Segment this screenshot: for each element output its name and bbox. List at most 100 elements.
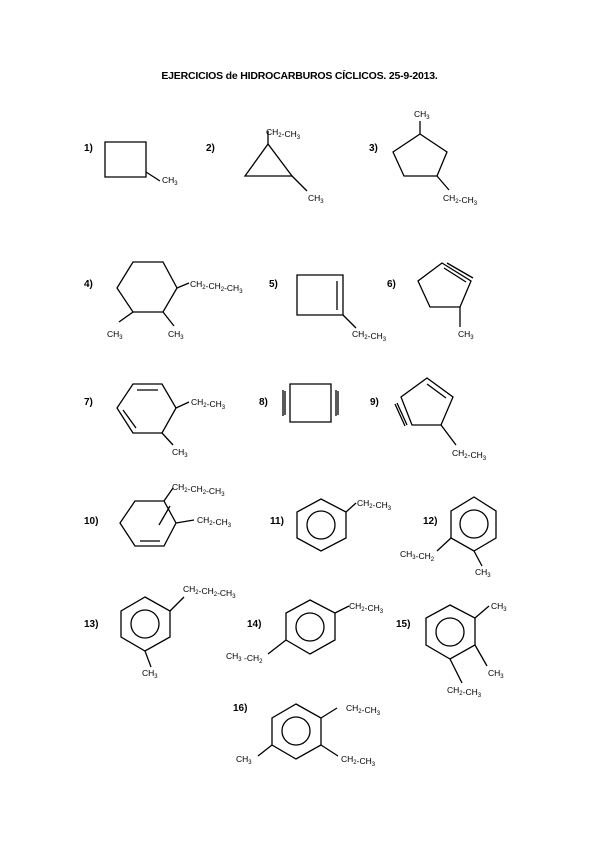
group-label: CH3 <box>414 109 430 121</box>
group-label: CH3 <box>168 329 184 341</box>
exercise-number: 11) <box>270 516 284 527</box>
group-label: CH3 <box>491 601 507 613</box>
cyclobutadiyne-ring <box>289 383 332 423</box>
group-label: CH3 <box>308 193 324 205</box>
group-label: CH3 <box>236 754 252 766</box>
exercise-number: 6) <box>387 279 396 290</box>
methyl-bond <box>118 311 134 323</box>
cyclopentene-ring <box>417 262 472 308</box>
exercise-number: 16) <box>233 703 247 714</box>
cyclopropane-ring <box>243 142 294 177</box>
aromatic-circle <box>281 716 311 746</box>
group-label: CH3 <box>107 329 123 341</box>
ethyl-bond <box>436 175 450 191</box>
exercise-number: 1) <box>84 143 93 154</box>
benzene-ring <box>271 703 322 760</box>
ethyl-bond <box>175 519 195 524</box>
group-label: CH2-CH3 <box>341 754 376 768</box>
group-label: CH2-CH2-CH3 <box>183 584 236 600</box>
group-label: CH3-CH2 <box>400 549 435 563</box>
double-bond <box>158 505 171 526</box>
triple-bond-line <box>446 262 474 279</box>
exercise-number: 5) <box>269 279 278 290</box>
benzene-ring <box>425 604 476 660</box>
exercise-number: 12) <box>423 516 437 527</box>
methyl-bond <box>473 550 483 567</box>
exercise-number: 3) <box>369 143 378 154</box>
group-label: CH2-CH3 <box>349 601 384 615</box>
ethyl-bond <box>440 424 457 446</box>
group-label: CH3 <box>488 668 504 680</box>
group-label: CH2-CH2-CH3 <box>172 482 225 498</box>
group-label: CH3 <box>475 567 491 579</box>
benzene-ring <box>285 599 336 655</box>
cyclohexadiene-ring <box>116 383 177 434</box>
aromatic-circle <box>306 510 336 540</box>
methyl-bond <box>161 432 174 446</box>
exercise-number: 9) <box>370 397 379 408</box>
methyl-bond <box>291 175 308 192</box>
group-label: CH2-CH3 <box>266 127 301 141</box>
group-label: CH2-CH2-CH3 <box>190 279 243 295</box>
ethyl-bond <box>334 605 350 614</box>
group-label: CH2-CH3 <box>452 448 487 462</box>
methyl-bond <box>474 605 490 619</box>
ethyl-bond <box>175 401 190 409</box>
ethyl-bond <box>320 744 339 757</box>
methyl-bond <box>474 644 488 667</box>
group-label: CH2-CH3 <box>357 498 392 512</box>
group-label: CH2-CH3 <box>346 703 381 717</box>
methyl-bond <box>145 171 161 182</box>
propyl-bond <box>169 596 185 612</box>
exercise-number: 8) <box>259 397 268 408</box>
cyclopentadiene-ring <box>400 377 454 426</box>
aromatic-circle <box>435 617 465 647</box>
double-bond <box>122 409 137 429</box>
group-label: CH2-CH3 <box>352 329 387 343</box>
group-label: CH3 <box>458 329 474 341</box>
exercise-number: 4) <box>84 279 93 290</box>
page-title: EJERCICIOS de HIDROCARBUROS CÍCLICOS. 25… <box>161 70 438 82</box>
propyl-bond <box>176 282 190 289</box>
triple-bond-line <box>396 402 408 426</box>
exercise-number: 15) <box>396 619 410 630</box>
benzene-ring <box>120 596 171 652</box>
group-label: CH2-CH3 <box>197 515 232 529</box>
exercise-number: 13) <box>84 619 98 630</box>
ethyl-bond <box>342 314 357 329</box>
triple-bond-line <box>394 403 406 427</box>
group-label: CH3 <box>162 175 178 187</box>
cyclobutene-ring <box>296 274 344 316</box>
aromatic-circle <box>459 509 489 539</box>
cyclobutane-ring <box>104 141 147 178</box>
exercise-number: 10) <box>84 516 98 527</box>
aromatic-circle <box>130 609 160 639</box>
aromatic-circle <box>295 612 325 642</box>
triple-bond-line <box>443 267 467 283</box>
cyclohexadiene-ring <box>119 500 177 547</box>
ethyl-bond <box>449 658 463 684</box>
exercise-number: 14) <box>247 619 261 630</box>
group-label: CH3 <box>172 447 188 459</box>
ethyl-bond <box>267 639 287 655</box>
ethyl-bond <box>345 502 357 513</box>
exercise-number: 7) <box>84 397 93 408</box>
ethyl-bond <box>436 537 452 552</box>
propyl-bond <box>163 487 174 502</box>
methyl-bond <box>257 744 273 757</box>
ethyl-bond <box>320 707 338 719</box>
cyclohexane-ring <box>116 261 178 313</box>
benzene-ring <box>296 498 347 552</box>
group-label: CH2-CH3 <box>443 193 478 207</box>
group-label: CH2-CH3 <box>191 397 226 411</box>
methyl-bond <box>144 650 152 668</box>
exercise-number: 2) <box>206 143 215 154</box>
double-bond <box>426 383 447 399</box>
methyl-bond <box>162 311 175 327</box>
cyclopentane-ring <box>392 133 448 177</box>
group-label: CH3 <box>142 668 158 680</box>
benzene-ring <box>450 496 497 552</box>
group-label: CH3 -CH2 <box>226 651 263 665</box>
group-label: CH2-CH3 <box>447 685 482 699</box>
